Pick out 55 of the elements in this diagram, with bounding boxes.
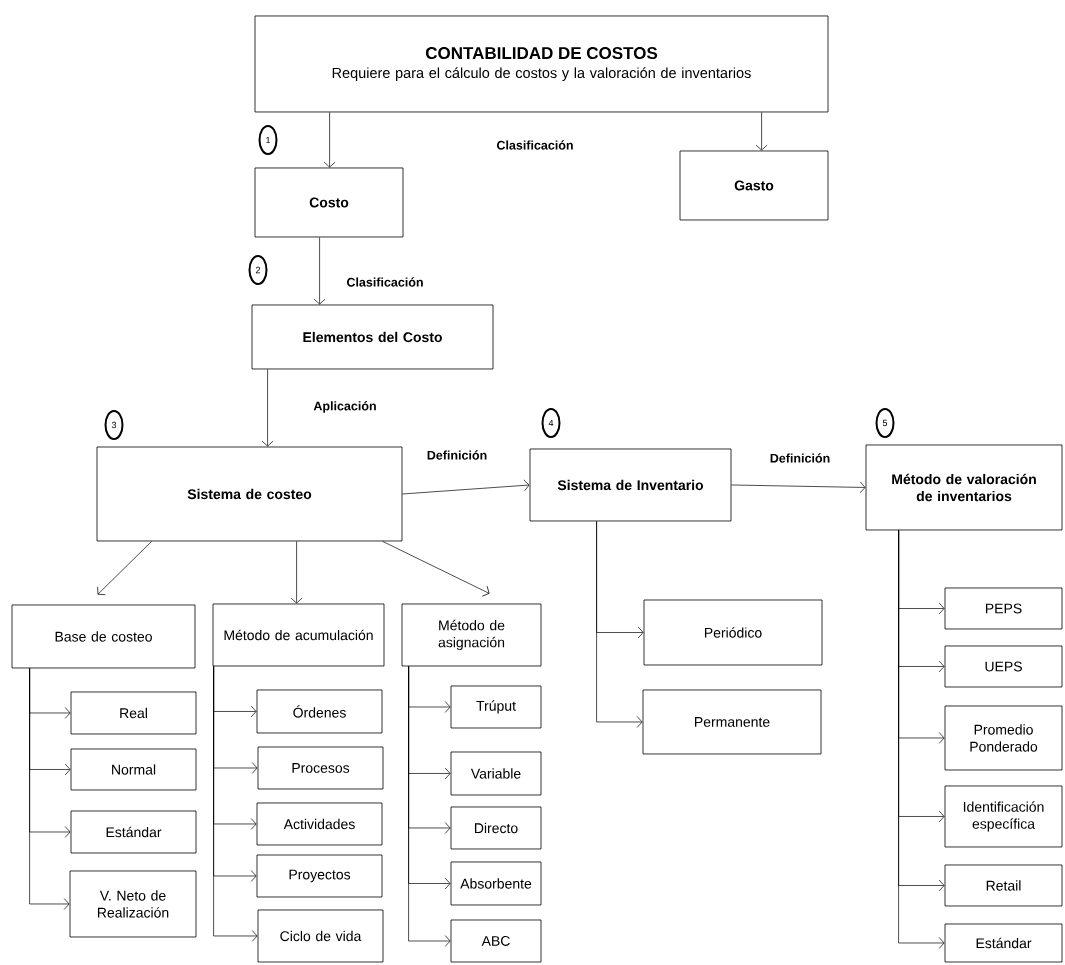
arrow: [402, 479, 530, 495]
arrow: [29, 668, 70, 910]
process-box: Actividades: [256, 802, 383, 846]
process-box: Método de valoración de inventarios: [865, 444, 1063, 531]
edge-label: Aplicación: [312, 400, 378, 414]
edge-label: Definición: [768, 452, 832, 464]
process-box: Real: [70, 691, 197, 735]
process-box: Ciclo de vida: [257, 909, 384, 963]
process-box: Identificación específica: [944, 785, 1063, 848]
callout-number: 4: [541, 408, 561, 438]
callout-number: 3: [104, 410, 124, 440]
process-box: Retail: [944, 864, 1063, 907]
process-box: Directo: [450, 806, 542, 850]
arrow: [755, 112, 768, 151]
process-box: PEPS: [944, 587, 1063, 630]
process-box: Periódico: [643, 599, 823, 666]
process-box: Sistema de Inventario: [529, 448, 732, 522]
process-box: Estándar: [944, 923, 1063, 963]
process-box: Proyectos: [256, 854, 383, 898]
callout-number: 2: [248, 255, 268, 285]
edge-label: Clasificación: [345, 276, 425, 288]
edge-label: Definición: [425, 449, 489, 461]
arrow: [97, 541, 152, 595]
process-box: Elementos del Costo: [251, 304, 494, 370]
process-box: Gasto: [679, 150, 829, 221]
arrow: [382, 541, 490, 597]
arrow: [408, 666, 451, 947]
arrow: [213, 666, 258, 942]
process-box: Órdenes: [256, 689, 383, 734]
process-box: Método de acumulación: [212, 603, 385, 667]
callout-number: 5: [875, 408, 895, 438]
arrow: [731, 481, 866, 494]
process-box: Variable: [450, 751, 542, 796]
arrow: [261, 369, 274, 447]
process-box: Base de costeo: [11, 604, 196, 669]
process-box: Absorbente: [450, 861, 542, 906]
arrow: [596, 521, 643, 728]
process-box: Trúput: [450, 685, 542, 729]
arrow: [323, 112, 336, 168]
process-box: Promedio Ponderado: [944, 705, 1063, 771]
arrow: [313, 237, 326, 305]
process-box: ABC: [450, 919, 542, 963]
process-box: Normal: [70, 748, 197, 791]
process-box: UEPS: [944, 645, 1063, 688]
callout-number: 1: [258, 125, 278, 155]
process-box: Procesos: [257, 746, 384, 790]
process-box: Permanente: [642, 689, 822, 755]
process-box: Estándar: [70, 810, 197, 854]
process-box: Sistema de costeo: [96, 446, 403, 542]
process-box: Costo: [254, 167, 404, 238]
arrow: [290, 541, 303, 604]
process-box: V. Neto de Realización: [69, 870, 197, 938]
classification-label: Clasificación: [496, 140, 573, 150]
process-box: Método de asignación: [401, 603, 542, 667]
title-box: CONTABILIDAD DE COSTOS Requiere para el cálculo de costos y la valoración de inventarios: [254, 15, 829, 113]
